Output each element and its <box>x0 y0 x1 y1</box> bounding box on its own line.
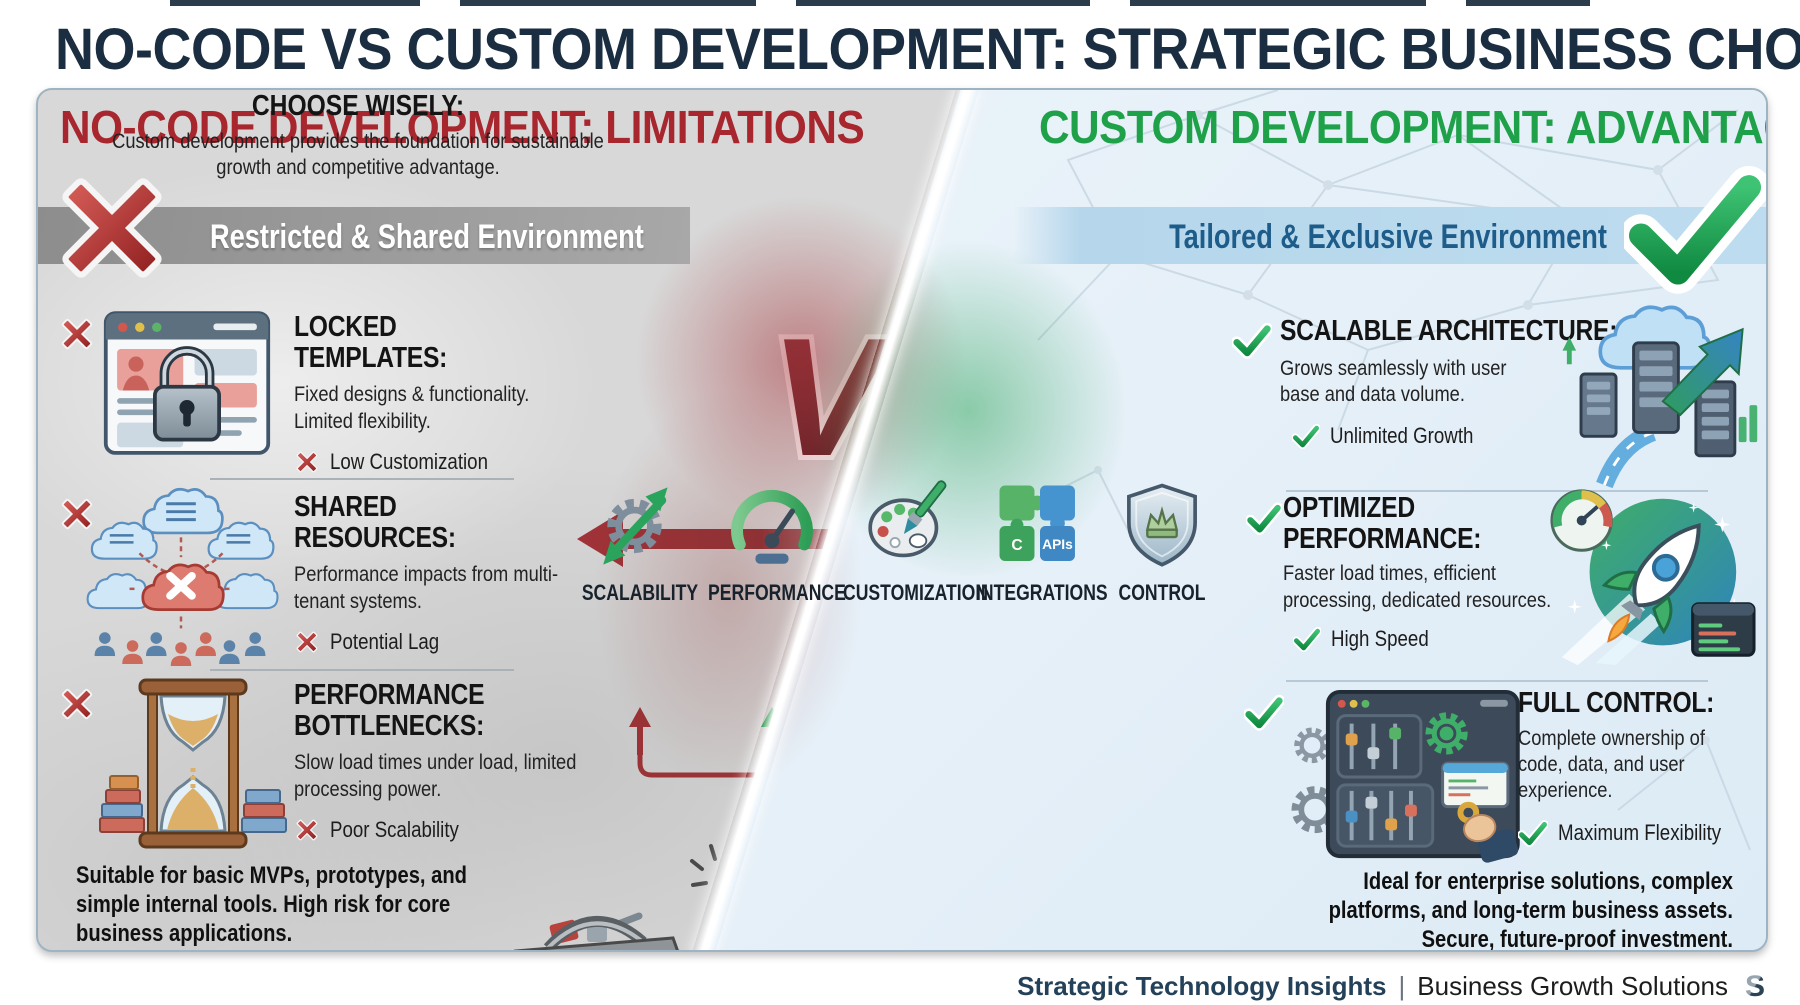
shield-crown-icon <box>1127 483 1197 567</box>
item-title: FULL CONTROL: <box>1518 687 1715 719</box>
item-title: LOCKED TEMPLATES: <box>294 311 448 374</box>
control-panel-icon <box>1294 689 1520 863</box>
locked-browser-icon <box>103 311 271 455</box>
item-tag: Unlimited Growth <box>1292 422 1750 450</box>
top-crop-fragment <box>1466 0 1590 6</box>
axis-control: CONTROL <box>1082 480 1242 606</box>
svg-text:APIs: APIs <box>1042 537 1073 552</box>
x-badge <box>58 315 96 353</box>
item-body: Grows seamlessly with user base and data… <box>1280 355 1507 406</box>
small-check-icon <box>1518 818 1548 848</box>
check-badge <box>1244 692 1284 732</box>
restricted-banner-label: Restricted & Shared Environment <box>210 218 644 256</box>
item-body: Fixed designs & functionality. Limited f… <box>294 382 530 433</box>
item-tag: Low Customization <box>294 449 764 475</box>
axis-label: SCALABILITY <box>581 580 699 605</box>
page-title: NO-CODE VS CUSTOM DEVELOPMENT: STRATEGIC… <box>55 17 1800 82</box>
green-check-icon <box>1624 156 1766 298</box>
check-badge <box>1232 320 1272 360</box>
axis-customization: CUSTOMIZATION <box>827 480 989 606</box>
divider <box>1286 490 1708 492</box>
top-crop-fragment <box>796 0 1090 6</box>
advantage-item: OPTIMIZED PERFORMANCE: Faster load times… <box>1283 493 1753 653</box>
item-body: Faster load times, efficient processing,… <box>1283 561 1552 612</box>
cloud-servers-growth-icon <box>1562 305 1758 489</box>
hourglass-icon <box>99 678 287 849</box>
advantage-item: SCALABLE ARCHITECTURE: Grows seamlessly … <box>1280 316 1750 450</box>
footer: Strategic Technology Insights | Business… <box>1017 970 1770 1003</box>
right-footnote: Ideal for enterprise solutions, complex … <box>1328 868 1733 952</box>
axis-label: INTEGRATIONS <box>976 580 1108 605</box>
left-footnote: Suitable for basic MVPs, prototypes, and… <box>76 862 467 947</box>
item-title: SCALABLE ARCHITECTURE: <box>1280 315 1618 347</box>
speedometer-icon <box>731 489 813 564</box>
advantages-heading: CUSTOM DEVELOPMENT: ADVANTAGES <box>1038 101 1766 153</box>
red-toolbox-icon <box>513 912 680 950</box>
choose-wisely: CHOOSE WISELY: Custom development provid… <box>38 90 678 181</box>
choose-body: Custom development provides the foundati… <box>112 129 604 179</box>
small-x-icon <box>294 817 320 843</box>
x-badge <box>58 685 96 723</box>
puzzle-apis-icon: C APIs <box>999 485 1075 561</box>
item-title: PERFORMANCE BOTTLENECKS: <box>294 679 485 742</box>
comparison-panel: NO-CODE DEVELOPMENT: LIMITATIONS CUSTOM … <box>36 88 1768 952</box>
check-badge <box>1246 500 1282 536</box>
axis-label: PERFORMANCE <box>708 580 846 605</box>
top-crop-fragment <box>170 0 420 6</box>
axis-performance: PERFORMANCE <box>692 480 852 606</box>
svg-text:C: C <box>1011 537 1022 554</box>
limitations-heading: NO-CODE DEVELOPMENT: LIMITATIONS <box>60 101 865 153</box>
cloud-network-icon <box>86 487 279 666</box>
gear-growth-icon <box>603 487 668 565</box>
footer-separator: | <box>1398 970 1406 1001</box>
item-tag: Potential Lag <box>294 629 764 655</box>
axis-label: CUSTOMIZATION <box>843 580 989 605</box>
divider <box>210 478 514 480</box>
footer-brand: Strategic Technology Insights <box>1017 970 1387 1001</box>
divider <box>1286 680 1708 682</box>
choose-title: CHOOSE WISELY: <box>251 90 465 122</box>
top-crop-fragment <box>1130 0 1426 6</box>
item-body: Slow load times under load, limited proc… <box>294 750 577 801</box>
small-x-icon <box>294 449 320 475</box>
rocket-icon <box>1550 489 1756 666</box>
red-x-icon <box>50 166 174 290</box>
svg-text:S: S <box>1745 970 1765 1003</box>
footer-tagline: Business Growth Solutions <box>1417 970 1728 1001</box>
limitation-item: PERFORMANCE BOTTLENECKS: Slow load times… <box>294 680 764 843</box>
s-logo-icon: S <box>1745 970 1765 1003</box>
advantage-item: FULL CONTROL: Complete ownership of code… <box>1518 687 1766 848</box>
small-check-icon <box>1292 422 1320 450</box>
axis-label: CONTROL <box>1118 580 1206 605</box>
divider <box>210 669 514 671</box>
palette-icon <box>868 480 947 558</box>
tailored-banner-label: Tailored & Exclusive Environment <box>1169 218 1607 256</box>
top-crop-fragment <box>460 0 756 6</box>
item-body: Performance impacts from multi-tenant sy… <box>294 562 559 613</box>
axis-integrations: C APIs INTEGRATIONS <box>960 480 1120 606</box>
limitation-item: SHARED RESOURCES: Performance impacts fr… <box>294 492 764 655</box>
item-tag: Poor Scalability <box>294 817 764 843</box>
item-title: OPTIMIZED PERFORMANCE: <box>1283 492 1482 555</box>
item-tag: Maximum Flexibility <box>1518 818 1766 848</box>
item-body: Complete ownership of code, data, and us… <box>1518 725 1705 803</box>
axis-scalability: SCALABILITY <box>560 480 720 606</box>
small-x-icon <box>294 629 320 655</box>
small-check-icon <box>1293 625 1321 653</box>
item-title: SHARED RESOURCES: <box>294 491 456 554</box>
item-tag: High Speed <box>1293 625 1753 653</box>
limitation-item: LOCKED TEMPLATES: Fixed designs & functi… <box>294 312 764 475</box>
